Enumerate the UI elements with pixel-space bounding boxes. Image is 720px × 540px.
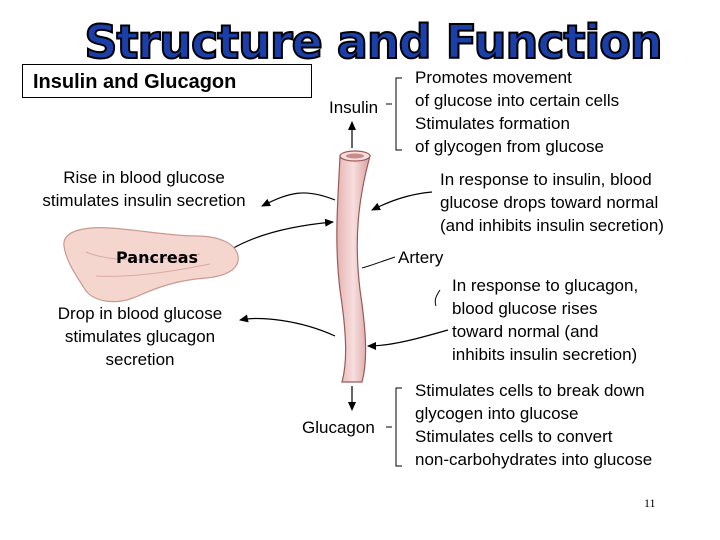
artery-tube	[337, 151, 370, 382]
insulin-response-line: In response to insulin, blood	[440, 168, 664, 191]
glucagon-response-line: inhibits insulin secretion)	[452, 343, 638, 366]
insulin-response-line: (and inhibits insulin secretion)	[440, 214, 664, 237]
insulin-response-block: In response to insulin, blood glucose dr…	[440, 168, 664, 237]
insulin-text: Insulin	[329, 98, 378, 117]
glucagon-label: Glucagon	[302, 416, 375, 439]
glucagon-effects-block: Stimulates cells to break down glycogen …	[415, 379, 652, 471]
insulin-effect-line: of glycogen from glucose	[415, 135, 619, 158]
insulin-effect-line: Promotes movement	[415, 66, 619, 89]
drop-text-block: Drop in blood glucose stimulates glucago…	[30, 302, 250, 371]
drop-line: Drop in blood glucose	[30, 302, 250, 325]
page-number: 11	[644, 496, 656, 511]
artery-text: Artery	[398, 248, 443, 267]
insulin-label: Insulin	[329, 96, 378, 119]
artery-label: Artery	[398, 246, 443, 269]
glucagon-response-block: In response to glucagon, blood glucose r…	[452, 274, 638, 366]
glucagon-effect-line: Stimulates cells to break down	[415, 379, 652, 402]
insulin-bracket	[396, 78, 402, 150]
pancreas-text: Pancreas	[116, 248, 198, 267]
drop-line: secretion	[30, 348, 250, 371]
insulin-effects-block: Promotes movement of glucose into certai…	[415, 66, 619, 158]
insulin-response-line: glucose drops toward normal	[440, 191, 664, 214]
glucagon-text: Glucagon	[302, 418, 375, 437]
rise-line: Rise in blood glucose	[24, 166, 264, 189]
glucagon-effect-line: non-carbohydrates into glucose	[415, 448, 652, 471]
rise-text-block: Rise in blood glucose stimulates insulin…	[24, 166, 264, 212]
insulin-effect-line: of glucose into certain cells	[415, 89, 619, 112]
glucagon-response-line: In response to glucagon,	[452, 274, 638, 297]
drop-line: stimulates glucagon	[30, 325, 250, 348]
glucagon-effect-line: Stimulates cells to convert	[415, 425, 652, 448]
insulin-effect-line: Stimulates formation	[415, 112, 619, 135]
glucagon-bracket	[396, 388, 402, 466]
pancreas-label: Pancreas	[116, 248, 198, 267]
glucagon-response-line: toward normal (and	[452, 320, 638, 343]
glucagon-response-line: blood glucose rises	[452, 297, 638, 320]
glucagon-effect-line: glycogen into glucose	[415, 402, 652, 425]
rise-line: stimulates insulin secretion	[24, 189, 264, 212]
